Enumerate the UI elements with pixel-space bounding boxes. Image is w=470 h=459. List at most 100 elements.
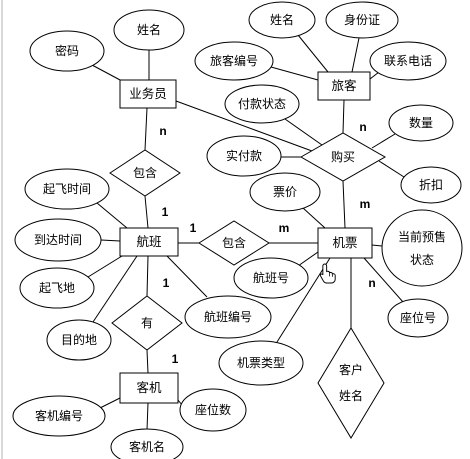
attribute-departure-place: 起飞地 xyxy=(19,267,95,309)
attribute-seat-count: 座位数 xyxy=(179,388,247,432)
attribute-salesperson-name: 姓名 xyxy=(113,9,185,51)
relationship-customer-name-line2: 姓名 xyxy=(339,388,363,403)
relationship-flight-ticket: 包含 xyxy=(198,220,270,266)
attribute-salesperson-password-label: 密码 xyxy=(55,43,79,58)
attribute-quantity: 数量 xyxy=(388,104,454,142)
cardinality-purchase-ticket: m xyxy=(360,197,371,211)
attribute-passenger-phone: 联系电话 xyxy=(369,41,447,81)
connector-salesperson-password xyxy=(91,64,123,82)
entity-salesperson-label: 业务员 xyxy=(129,86,167,101)
cardinality-contains-flight: 1 xyxy=(162,205,169,219)
attribute-presale-status: 当前预售 状态 xyxy=(381,209,463,287)
attribute-quantity-label: 数量 xyxy=(409,115,433,130)
attribute-passenger-number: 旅客编号 xyxy=(194,41,274,81)
connector-salesperson-contains xyxy=(144,107,148,151)
cardinality-has-aircraft: 1 xyxy=(172,352,179,366)
relationship-salesperson-flight: 包含 xyxy=(109,149,181,197)
connector-flight-code-flight xyxy=(166,255,208,298)
connector-salesperson-purchase xyxy=(175,100,313,152)
attribute-flight-code-label: 航班编号 xyxy=(204,309,252,324)
attribute-passenger-id-card: 身份证 xyxy=(325,1,399,39)
connectors xyxy=(87,34,405,431)
relationship-salesperson-flight-label: 包含 xyxy=(133,165,157,180)
entity-flight-label: 航班 xyxy=(136,234,161,249)
entity-ticket: 机票 xyxy=(317,227,373,259)
attribute-destination: 目的地 xyxy=(46,319,112,361)
attribute-payment-status: 付款状态 xyxy=(224,84,300,124)
attribute-aircraft-name: 客机名 xyxy=(110,428,184,459)
connector-seat-no-ticket xyxy=(363,257,404,303)
attribute-arrival-time: 到达时间 xyxy=(14,218,102,262)
attribute-salesperson-password: 密码 xyxy=(29,30,105,72)
attribute-departure-place-label: 起飞地 xyxy=(39,281,75,295)
attribute-ticket-price: 票价 xyxy=(249,172,321,212)
connector-discount-purchase xyxy=(378,160,405,178)
attribute-passenger-name: 姓名 xyxy=(248,1,316,39)
connector-flight-has xyxy=(146,255,149,297)
attribute-flight-no: 航班号 xyxy=(233,257,309,299)
attribute-discount: 折扣 xyxy=(400,166,462,204)
attribute-destination-label: 目的地 xyxy=(61,332,97,347)
relationship-flight-aircraft: 有 xyxy=(111,295,183,351)
hand-pointer-icon xyxy=(319,263,336,284)
cardinality-contains-ticket: m xyxy=(279,221,290,235)
attribute-actual-payment: 实付款 xyxy=(206,135,282,177)
connector-arrival-time-flight xyxy=(100,239,121,242)
entity-passenger: 旅客 xyxy=(317,71,371,101)
connector-ticket-price-ticket xyxy=(302,207,326,229)
relationship-customer-name-line1: 客户 xyxy=(339,362,363,377)
attribute-ticket-type: 机票类型 xyxy=(218,340,304,386)
attribute-actual-payment-label: 实付款 xyxy=(226,148,262,163)
attribute-payment-status-label: 付款状态 xyxy=(238,97,286,111)
relationship-purchase-label: 购买 xyxy=(331,149,355,164)
connector-flight-no-ticket xyxy=(297,251,319,267)
connector-passenger-purchase xyxy=(342,99,345,134)
attribute-aircraft-code: 客机编号 xyxy=(12,395,106,437)
attribute-aircraft-code-label: 客机编号 xyxy=(35,408,83,423)
connector-purchase-ticket xyxy=(342,180,346,229)
attribute-presale-status-line1: 当前预售 xyxy=(398,229,446,244)
attribute-ticket-type-label: 机票类型 xyxy=(237,356,285,370)
attribute-passenger-phone-label: 联系电话 xyxy=(384,54,432,68)
connector-passenger-number xyxy=(270,66,319,81)
attribute-discount-label: 折扣 xyxy=(419,177,443,192)
cardinality-flight-contains: 1 xyxy=(190,221,197,235)
connector-departure-place-flight xyxy=(87,255,123,278)
connector-passenger-id-card xyxy=(351,37,360,73)
cardinality-flight-has: 1 xyxy=(163,276,170,290)
attribute-seat-no-label: 座位号 xyxy=(400,310,436,325)
attribute-seat-no: 座位号 xyxy=(387,298,449,338)
attribute-flight-no-label: 航班号 xyxy=(253,270,289,285)
connector-has-aircraft xyxy=(146,349,149,374)
connector-aircraft-name xyxy=(146,402,149,431)
entity-ticket-label: 机票 xyxy=(332,236,357,250)
entity-flight: 航班 xyxy=(119,227,179,257)
connector-contains-flight xyxy=(144,195,149,229)
connector-passenger-name xyxy=(297,34,329,73)
cardinality-labels: n 1 1 m n m 1 1 n xyxy=(159,120,375,366)
attribute-departure-time-label: 起飞时间 xyxy=(43,182,91,196)
attribute-seat-count-label: 座位数 xyxy=(195,402,231,417)
connector-payment-status-purchase xyxy=(284,118,323,146)
connector-departure-time-flight xyxy=(96,202,128,229)
relationship-flight-aircraft-label: 有 xyxy=(141,316,153,330)
attribute-passenger-id-card-label: 身份证 xyxy=(344,12,380,27)
attribute-passenger-number-label: 旅客编号 xyxy=(210,53,258,68)
entity-passenger-label: 旅客 xyxy=(331,78,357,93)
connector-destination-flight xyxy=(92,255,138,323)
attribute-aircraft-name-label: 客机名 xyxy=(129,439,165,454)
connector-quantity-purchase xyxy=(371,133,396,149)
attribute-arrival-time-label: 到达时间 xyxy=(34,233,82,247)
attribute-departure-time: 起飞时间 xyxy=(24,168,110,210)
connector-aircraft-code xyxy=(99,397,121,409)
cardinality-ticket-bottom: n xyxy=(368,276,375,290)
relationship-customer-name: 客户 姓名 xyxy=(317,327,385,439)
attribute-presale-status-line2: 状态 xyxy=(410,253,434,267)
relationship-purchase: 购买 xyxy=(299,132,387,182)
entity-aircraft: 客机 xyxy=(119,372,179,404)
attribute-flight-code: 航班编号 xyxy=(184,295,272,339)
connector-presale-status-ticket xyxy=(371,244,383,247)
attribute-ticket-price-label: 票价 xyxy=(273,185,297,199)
connector-ticket-type-ticket xyxy=(276,257,331,343)
